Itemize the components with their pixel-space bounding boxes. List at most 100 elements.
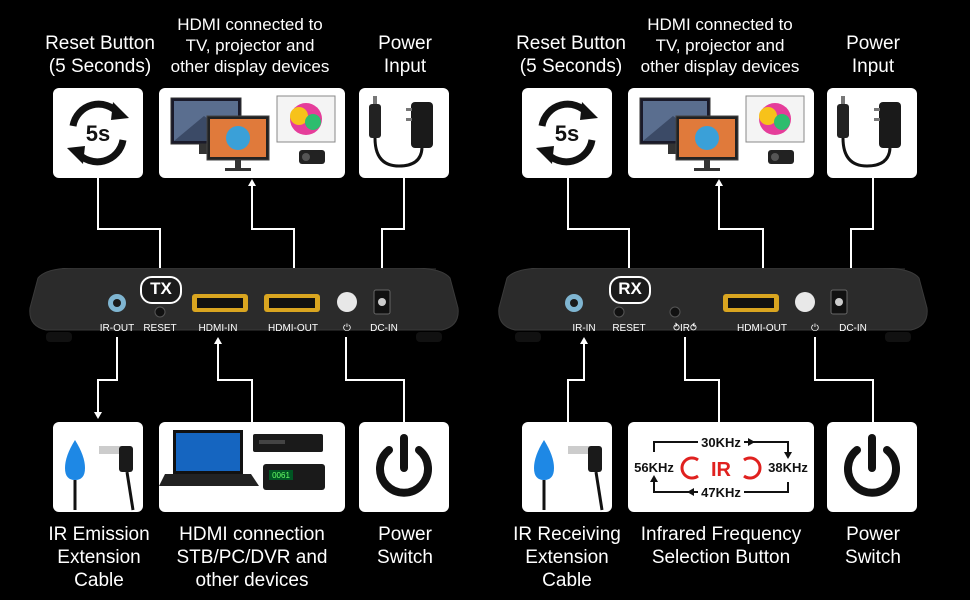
ir-wire [97,379,99,413]
ir-freq-wire [684,337,686,381]
power-icon [376,434,432,497]
label-line: Cable [74,570,124,591]
displays-icon [170,95,336,171]
arrow-up-icon [715,179,723,186]
tx-panel: Reset Button (5 Seconds) HDMI connected … [29,14,459,592]
power-symbol-icon: ⏻ [811,323,819,334]
tx-badge: TX [140,276,182,304]
port-label: RESET [612,323,646,334]
label-line: Power [378,33,432,54]
hdmi-output-label: HDMI connected to TV, projector and othe… [150,14,350,77]
ir-freq-wire [718,379,720,423]
ir-frequency-diagram: 30KHz 56KHz 38KHz 47KHz IR [634,434,808,500]
label-line: other display devices [170,57,330,76]
hdmi-out-wire [762,228,764,290]
freq-30khz: 30KHz [701,435,741,450]
power-input-label: Power Input [355,32,455,78]
reset-button-label: Reset Button (5 Seconds) [30,32,170,78]
power-switch-wire [403,379,405,423]
reset-icon-text: 5s [86,121,110,146]
freq-38khz: 38KHz [768,460,808,475]
power-switch-wire [814,379,874,381]
displays-card [628,88,814,178]
hdmi-out-wire [718,186,720,230]
power-switch-label: Power Switch [355,523,455,569]
power-input-wire [850,228,852,280]
ir-wire [97,379,118,381]
reset-button-label: Reset Button (5 Seconds) [501,32,641,78]
label-line: TV, projector and [655,36,785,55]
hdmi-out-wire [251,186,253,230]
hdmi-out-wire [718,228,763,230]
power-input-label: Power Input [823,32,923,78]
rx-panel: Reset Button (5 Seconds) HDMI connected … [485,0,970,600]
power-input-wire [850,228,874,230]
hdmi-in-wire [217,379,251,381]
power-symbol-icon: ⏻ [343,323,351,334]
ir-wire [567,379,569,423]
ir-receiver-icon [534,440,604,511]
label-line: other display devices [640,57,800,76]
ir-cable-label: IR Receiving Extension Cable [502,523,632,592]
power-input-wire [872,178,874,228]
port-label: IR-OUT [99,323,135,334]
ir-frequency-card: 30KHz 56KHz 38KHz 47KHz IR [628,422,814,512]
arrow-up-icon [214,337,222,344]
power-switch-wire [814,337,816,381]
port-label: IR-IN [572,323,596,334]
freq-47khz: 47KHz [701,485,741,500]
port-label: HDMI-OUT [268,323,318,334]
hdmi-in-wire [217,344,219,380]
label-line: IR Receiving [513,524,621,545]
port-label: DC-IN [370,323,398,334]
hdmi-out-wire [293,228,295,290]
power-adapter-card [827,88,917,178]
label-line: Power [846,33,900,54]
label-line: Selection Button [651,547,791,568]
label-line: Power [378,524,432,545]
power-icon [844,434,900,497]
label-line: other devices [195,570,309,591]
hdmi-out-wire [251,228,294,230]
tx-device [29,268,459,342]
label-line: HDMI connected to [647,15,793,34]
source-devices-icon: 0061 [159,430,325,490]
reset-wire [97,178,99,228]
label-line: (5 Seconds) [48,56,152,77]
displays-card [159,88,345,178]
ir-center-label: IR [711,459,732,481]
reset-wire [567,178,569,228]
ir-frequency-label: Infrared Frequency Selection Button [626,523,816,569]
ir-wire [583,344,585,380]
label-line: STB/PC/DVR and [176,547,328,568]
label-line: HDMI connection [179,524,325,545]
power-input-wire [381,228,405,230]
label-line: Reset Button [45,33,155,54]
label-line: Switch [377,547,433,568]
label-line: HDMI connected to [177,15,323,34]
label-line: Switch [845,547,901,568]
displays-icon [639,95,805,171]
hdmi-input-label: HDMI connection STB/PC/DVR and other dev… [162,523,342,592]
label-line: Input [851,56,895,77]
label-line: (5 Seconds) [519,56,623,77]
ir-cable-label: IR Emission Extension Cable [34,523,164,592]
ir-frequency-port-label: ⥁IR⥀ [673,323,697,334]
ir-emitter-icon [65,440,135,511]
ir-cable-card [53,422,143,512]
power-adapter-icon [837,96,901,168]
power-input-wire [381,228,383,280]
arrow-down-icon [94,412,102,419]
ir-freq-wire [684,379,720,381]
dvr-display-text: 0061 [272,471,290,480]
label-line: Power [846,524,900,545]
label-line: Infrared Frequency [640,524,802,545]
port-label: RESET [143,323,177,334]
label-line: Cable [542,570,592,591]
port-label: HDMI-OUT [737,323,787,334]
reset-5s-card: 5s [522,88,612,178]
reset-icon-text: 5s [555,121,579,146]
rx-device [498,268,928,342]
reset-5s-card: 5s [53,88,143,178]
label-line: TV, projector and [185,36,315,55]
